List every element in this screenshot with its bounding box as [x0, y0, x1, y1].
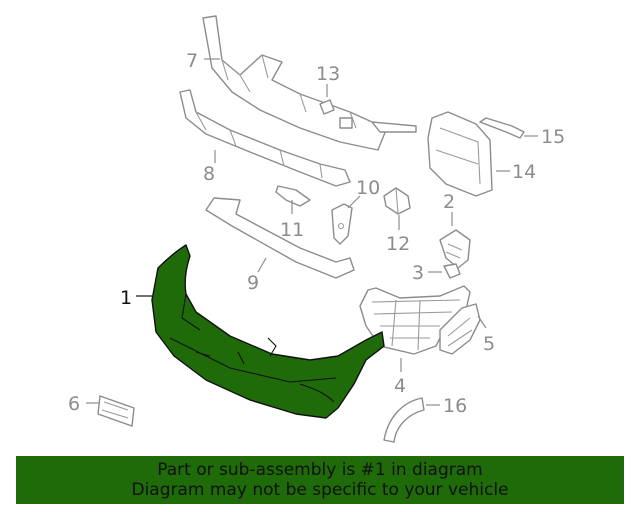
- part-1-bumper-cover[interactable]: [151, 244, 385, 419]
- info-banner: Part or sub-assembly is #1 in diagram Di…: [16, 456, 624, 504]
- callout-6: 6: [68, 393, 80, 415]
- part-7-upper-reinforcement[interactable]: [202, 15, 417, 151]
- callout-3: 3: [412, 262, 424, 284]
- part-13-clip[interactable]: [319, 99, 335, 115]
- part-2-lamp-bracket[interactable]: [439, 229, 471, 269]
- callout-13: 13: [316, 63, 340, 85]
- part-12-mount-bracket[interactable]: [383, 187, 411, 215]
- callout-1: 1: [120, 287, 132, 309]
- callout-4: 4: [394, 375, 406, 397]
- part-10-side-bracket[interactable]: [331, 203, 353, 245]
- callout-2: 2: [443, 191, 455, 213]
- part-16-arch-liner[interactable]: [383, 397, 425, 443]
- part-8-impact-bar[interactable]: [179, 89, 351, 187]
- part-15-trim-strip[interactable]: [479, 117, 525, 139]
- callout-10: 10: [356, 177, 380, 199]
- part-3-clip[interactable]: [443, 263, 461, 279]
- callout-9: 9: [247, 272, 259, 294]
- part-11-bracket[interactable]: [275, 185, 311, 207]
- callout-11: 11: [280, 219, 304, 241]
- callout-15: 15: [541, 126, 565, 148]
- banner-line-2: Diagram may not be specific to your vehi…: [131, 480, 509, 500]
- parts-diagram: 7 13 8 11 10 12 14 15: [68, 15, 565, 443]
- part-5-side-grille[interactable]: [439, 303, 481, 355]
- callout-7: 7: [186, 50, 198, 72]
- part-14-absorber[interactable]: [427, 111, 493, 197]
- callout-8: 8: [203, 163, 215, 185]
- callout-12: 12: [386, 233, 410, 255]
- callout-16: 16: [443, 395, 467, 417]
- callout-5: 5: [483, 333, 495, 355]
- banner-line-1: Part or sub-assembly is #1 in diagram: [157, 460, 483, 480]
- part-6-plate-bracket[interactable]: [97, 395, 135, 427]
- part-9-lower-bar[interactable]: [205, 197, 355, 279]
- callout-14: 14: [512, 161, 536, 183]
